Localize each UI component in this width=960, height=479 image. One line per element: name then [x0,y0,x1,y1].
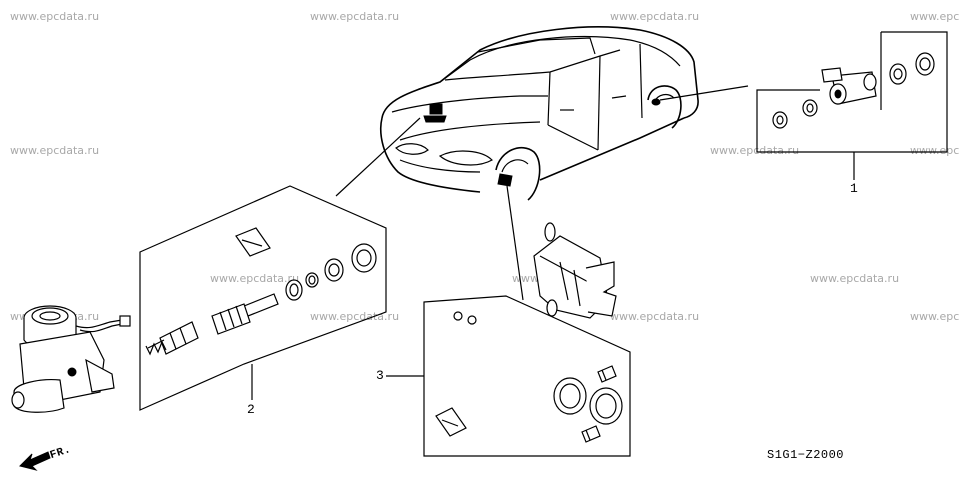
watermark: www.epcdata.ru [310,310,400,323]
front-direction-arrow [19,451,51,471]
watermark: www.epcdata.ru [810,272,900,285]
diagram-code: S1G1−Z2000 [767,448,845,462]
leader-line-caliper [506,185,524,301]
watermark: www.epcdata.ru [210,272,300,285]
leader-line-master-cylinder [335,117,421,197]
panel-master-cylinder-kit [139,185,387,411]
watermark: www.epcdata.ru [710,144,800,157]
car-illustration [380,26,699,201]
callout-2: 2 [247,402,255,417]
panel-wheel-cylinder-kit [756,31,948,180]
master-cylinder-assembly [11,305,131,413]
watermark: www.epc [910,310,960,323]
watermark: www.epcdata.ru [610,310,700,323]
callout-1: 1 [850,181,858,196]
watermark: www.epcdata.ru [310,10,400,23]
leader-line-wheel-cylinder [659,85,749,101]
panel-caliper-kit [386,222,631,457]
callout-3: 3 [376,368,384,383]
watermark: www.epcdata.ru [610,10,700,23]
watermark: www.epcdata.ru [10,10,100,23]
watermark: www.epcdata.ru [10,144,100,157]
watermark: www.epc [910,10,960,23]
